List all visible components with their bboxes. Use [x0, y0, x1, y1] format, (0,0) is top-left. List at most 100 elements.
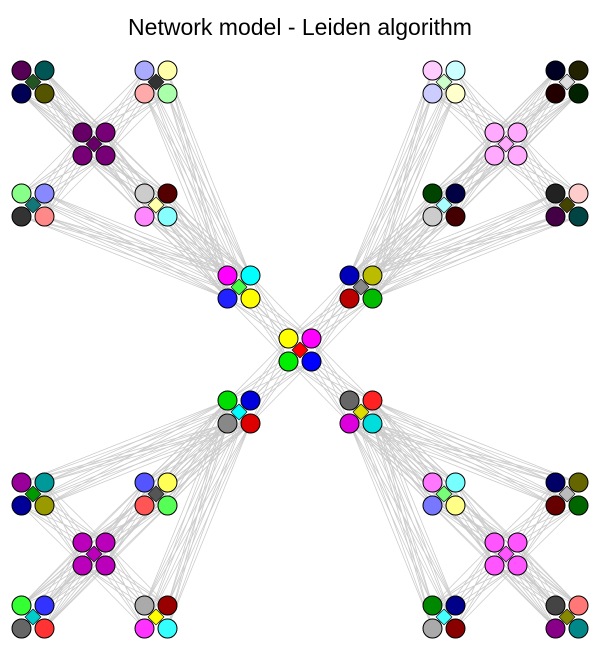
edge-up-left-leaf: [21, 193, 228, 299]
edge-up-left-leaf: [167, 193, 251, 276]
cluster-center-diamond: [85, 545, 103, 563]
network-node: [445, 595, 466, 616]
edge-root-down-left: [250, 361, 312, 424]
network-node: [445, 83, 466, 104]
network-node: [507, 555, 528, 576]
edge-hub-leaf: [517, 505, 556, 566]
edge-hub-leaf: [517, 132, 556, 194]
edge-up-right-leaf: [349, 70, 433, 299]
cluster-down-left: [217, 390, 261, 434]
edge-down-right-leaf: [372, 423, 556, 506]
network-node: [34, 618, 55, 639]
network-node: [422, 183, 443, 204]
cluster-center-diamond: [147, 485, 165, 503]
edge-up-right-leaf: [372, 193, 556, 276]
network-node: [568, 206, 589, 227]
edge-up-right-leaf: [372, 216, 556, 299]
edge-hub-leaf: [105, 505, 145, 566]
network-node: [240, 265, 261, 286]
network-node: [362, 288, 383, 309]
network-node: [217, 390, 238, 411]
edge-down-left-leaf: [21, 423, 228, 606]
cluster-center-diamond: [291, 341, 309, 359]
cluster-root: [278, 328, 322, 372]
network-node: [134, 595, 155, 616]
cluster-center-diamond: [352, 403, 370, 421]
cluster-center-diamond: [147, 73, 165, 91]
edge-hub-leaf: [105, 155, 168, 194]
cluster-center-diamond: [352, 278, 370, 296]
network-node: [484, 145, 505, 166]
edge-hub-leaf: [21, 93, 83, 156]
edge-hub-leaf: [105, 565, 168, 606]
cluster-down-right-leaf-2: [545, 472, 589, 516]
cluster-center-diamond: [24, 196, 42, 214]
network-node: [568, 472, 589, 493]
network-node: [95, 532, 116, 553]
cluster-down-left-leaf-1: [11, 472, 55, 516]
edge-up-left-leaf: [44, 193, 251, 276]
edge-hub-leaf: [105, 132, 168, 194]
edge-down-right-leaf: [349, 423, 556, 506]
cluster-down-right-leaf-3: [422, 595, 466, 639]
edge-hub-leaf: [82, 565, 145, 629]
edge-hub-leaf: [44, 155, 106, 194]
network-node: [157, 618, 178, 639]
edge-hub-leaf: [432, 542, 495, 606]
edge-hub-leaf: [494, 70, 556, 133]
network-node: [134, 60, 155, 81]
edge-down-left-leaf: [144, 423, 228, 629]
network-node: [34, 183, 55, 204]
edge-up-left-leaf: [167, 70, 251, 299]
cluster-center-diamond: [435, 608, 453, 626]
edge-hub-leaf: [21, 132, 83, 194]
network-node: [95, 122, 116, 143]
cluster-down-right-hub: [484, 532, 528, 576]
network-node: [134, 83, 155, 104]
network-node: [568, 183, 589, 204]
cluster-down-right: [339, 390, 383, 434]
network-node: [240, 413, 261, 434]
edge-down-left-leaf: [144, 423, 251, 629]
edge-up-right-leaf: [349, 193, 556, 299]
network-node: [545, 83, 566, 104]
edge-hub-leaf: [494, 482, 556, 543]
cluster-center-diamond: [230, 278, 248, 296]
network-node: [445, 183, 466, 204]
cluster-up-left-hub: [72, 122, 116, 166]
edge-hub-leaf: [455, 565, 518, 606]
node-layer: [11, 60, 589, 639]
edge-down-right-leaf: [372, 423, 433, 606]
edge-hub-leaf: [517, 70, 556, 156]
edge-hub-leaf: [494, 565, 556, 629]
edge-up-left-leaf: [144, 216, 228, 299]
edge-hub-leaf: [494, 155, 556, 194]
network-node: [339, 265, 360, 286]
edge-down-left-leaf: [144, 423, 251, 606]
edge-root-down-right: [311, 361, 373, 401]
edge-up-left-leaf: [144, 93, 228, 299]
edge-down-right-leaf: [372, 423, 456, 606]
edge-hub-leaf: [517, 565, 579, 606]
edge-down-right-leaf: [372, 423, 579, 506]
edge-hub-leaf: [21, 565, 83, 606]
cluster-down-right-leaf-1: [422, 472, 466, 516]
network-node: [422, 472, 443, 493]
edge-down-left-leaf: [21, 400, 228, 483]
network-node: [484, 555, 505, 576]
network-node: [95, 555, 116, 576]
network-node: [568, 595, 589, 616]
network-node: [445, 495, 466, 516]
edge-up-right-leaf: [349, 193, 433, 276]
network-node: [217, 413, 238, 434]
network-node: [545, 60, 566, 81]
edge-hub-leaf: [82, 155, 145, 217]
edge-down-right-leaf: [372, 423, 456, 629]
network-node: [11, 183, 32, 204]
cluster-center-diamond: [558, 485, 576, 503]
network-node: [484, 122, 505, 143]
cluster-center-diamond: [24, 485, 42, 503]
edge-up-left-leaf: [21, 216, 251, 299]
cluster-center-diamond: [147, 608, 165, 626]
